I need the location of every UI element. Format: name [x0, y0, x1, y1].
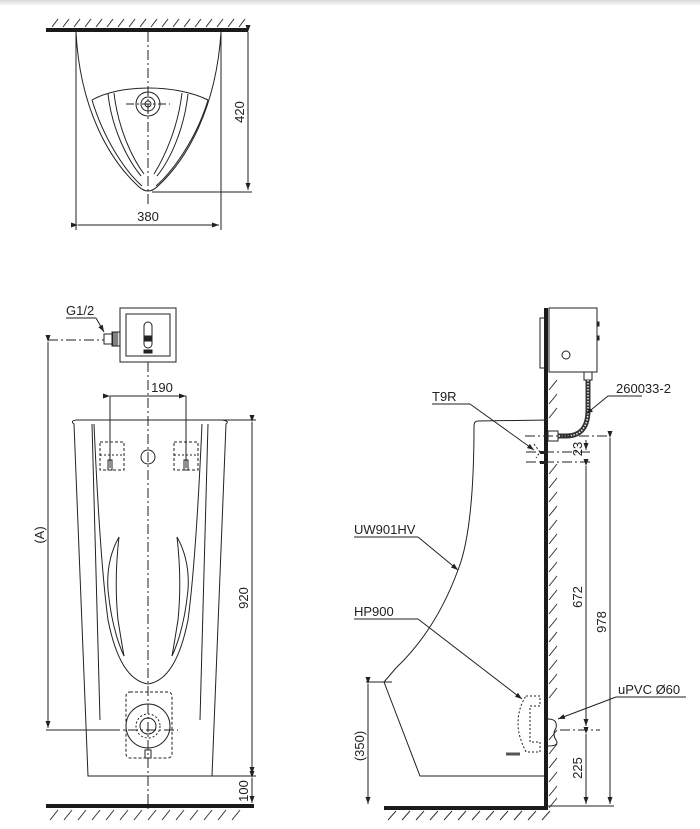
sensor-box-side — [548, 307, 598, 373]
wall-top-view — [46, 28, 248, 32]
front-view — [45, 307, 256, 821]
dim-height-920: 920 — [236, 587, 251, 609]
bracket-right — [173, 441, 199, 471]
dim-floor-gap-100: 100 — [236, 780, 251, 802]
dim-flush-height-a: (A) — [32, 526, 47, 543]
bowl-rim-arc — [91, 87, 209, 101]
trap-side — [517, 695, 541, 753]
label-t9r: T9R — [432, 389, 457, 404]
dim-225: 225 — [570, 757, 585, 779]
label-upvc-drain: uPVC Ø60 — [618, 682, 680, 697]
urinal-side-profile — [383, 419, 549, 777]
dim-350: (350) — [352, 731, 367, 761]
label-g1-2: G1/2 — [66, 303, 94, 318]
drain-pipe-side — [547, 718, 558, 747]
floor-hatch-side — [387, 810, 551, 821]
dim-depth-420: 420 — [232, 101, 247, 123]
side-view — [354, 307, 686, 821]
top-view — [46, 18, 252, 230]
dim-width-380: 380 — [137, 209, 159, 224]
top-edge-shadow — [0, 0, 700, 6]
floor-side-view — [384, 806, 548, 810]
dim-23: 23 — [570, 442, 585, 456]
floor-hatch-front — [49, 809, 241, 821]
floor-front-view — [46, 804, 254, 808]
spud-circle — [140, 449, 156, 465]
sensor-box-front — [119, 307, 177, 363]
wall-hatch-side — [548, 379, 558, 809]
wall-hatch-top — [51, 18, 246, 28]
label-hp900: HP900 — [354, 604, 394, 619]
urinal-body-outline — [71, 419, 228, 777]
bracket-left — [99, 441, 125, 471]
bowl-inner-front — [93, 423, 203, 685]
dim-672: 672 — [570, 586, 585, 608]
dim-bracket-190: 190 — [151, 380, 173, 395]
dim-978: 978 — [594, 611, 609, 633]
label-uw901hv: UW901HV — [354, 522, 416, 537]
wall-side-view — [544, 308, 548, 808]
label-hose-260033-2: 260033-2 — [616, 381, 671, 396]
